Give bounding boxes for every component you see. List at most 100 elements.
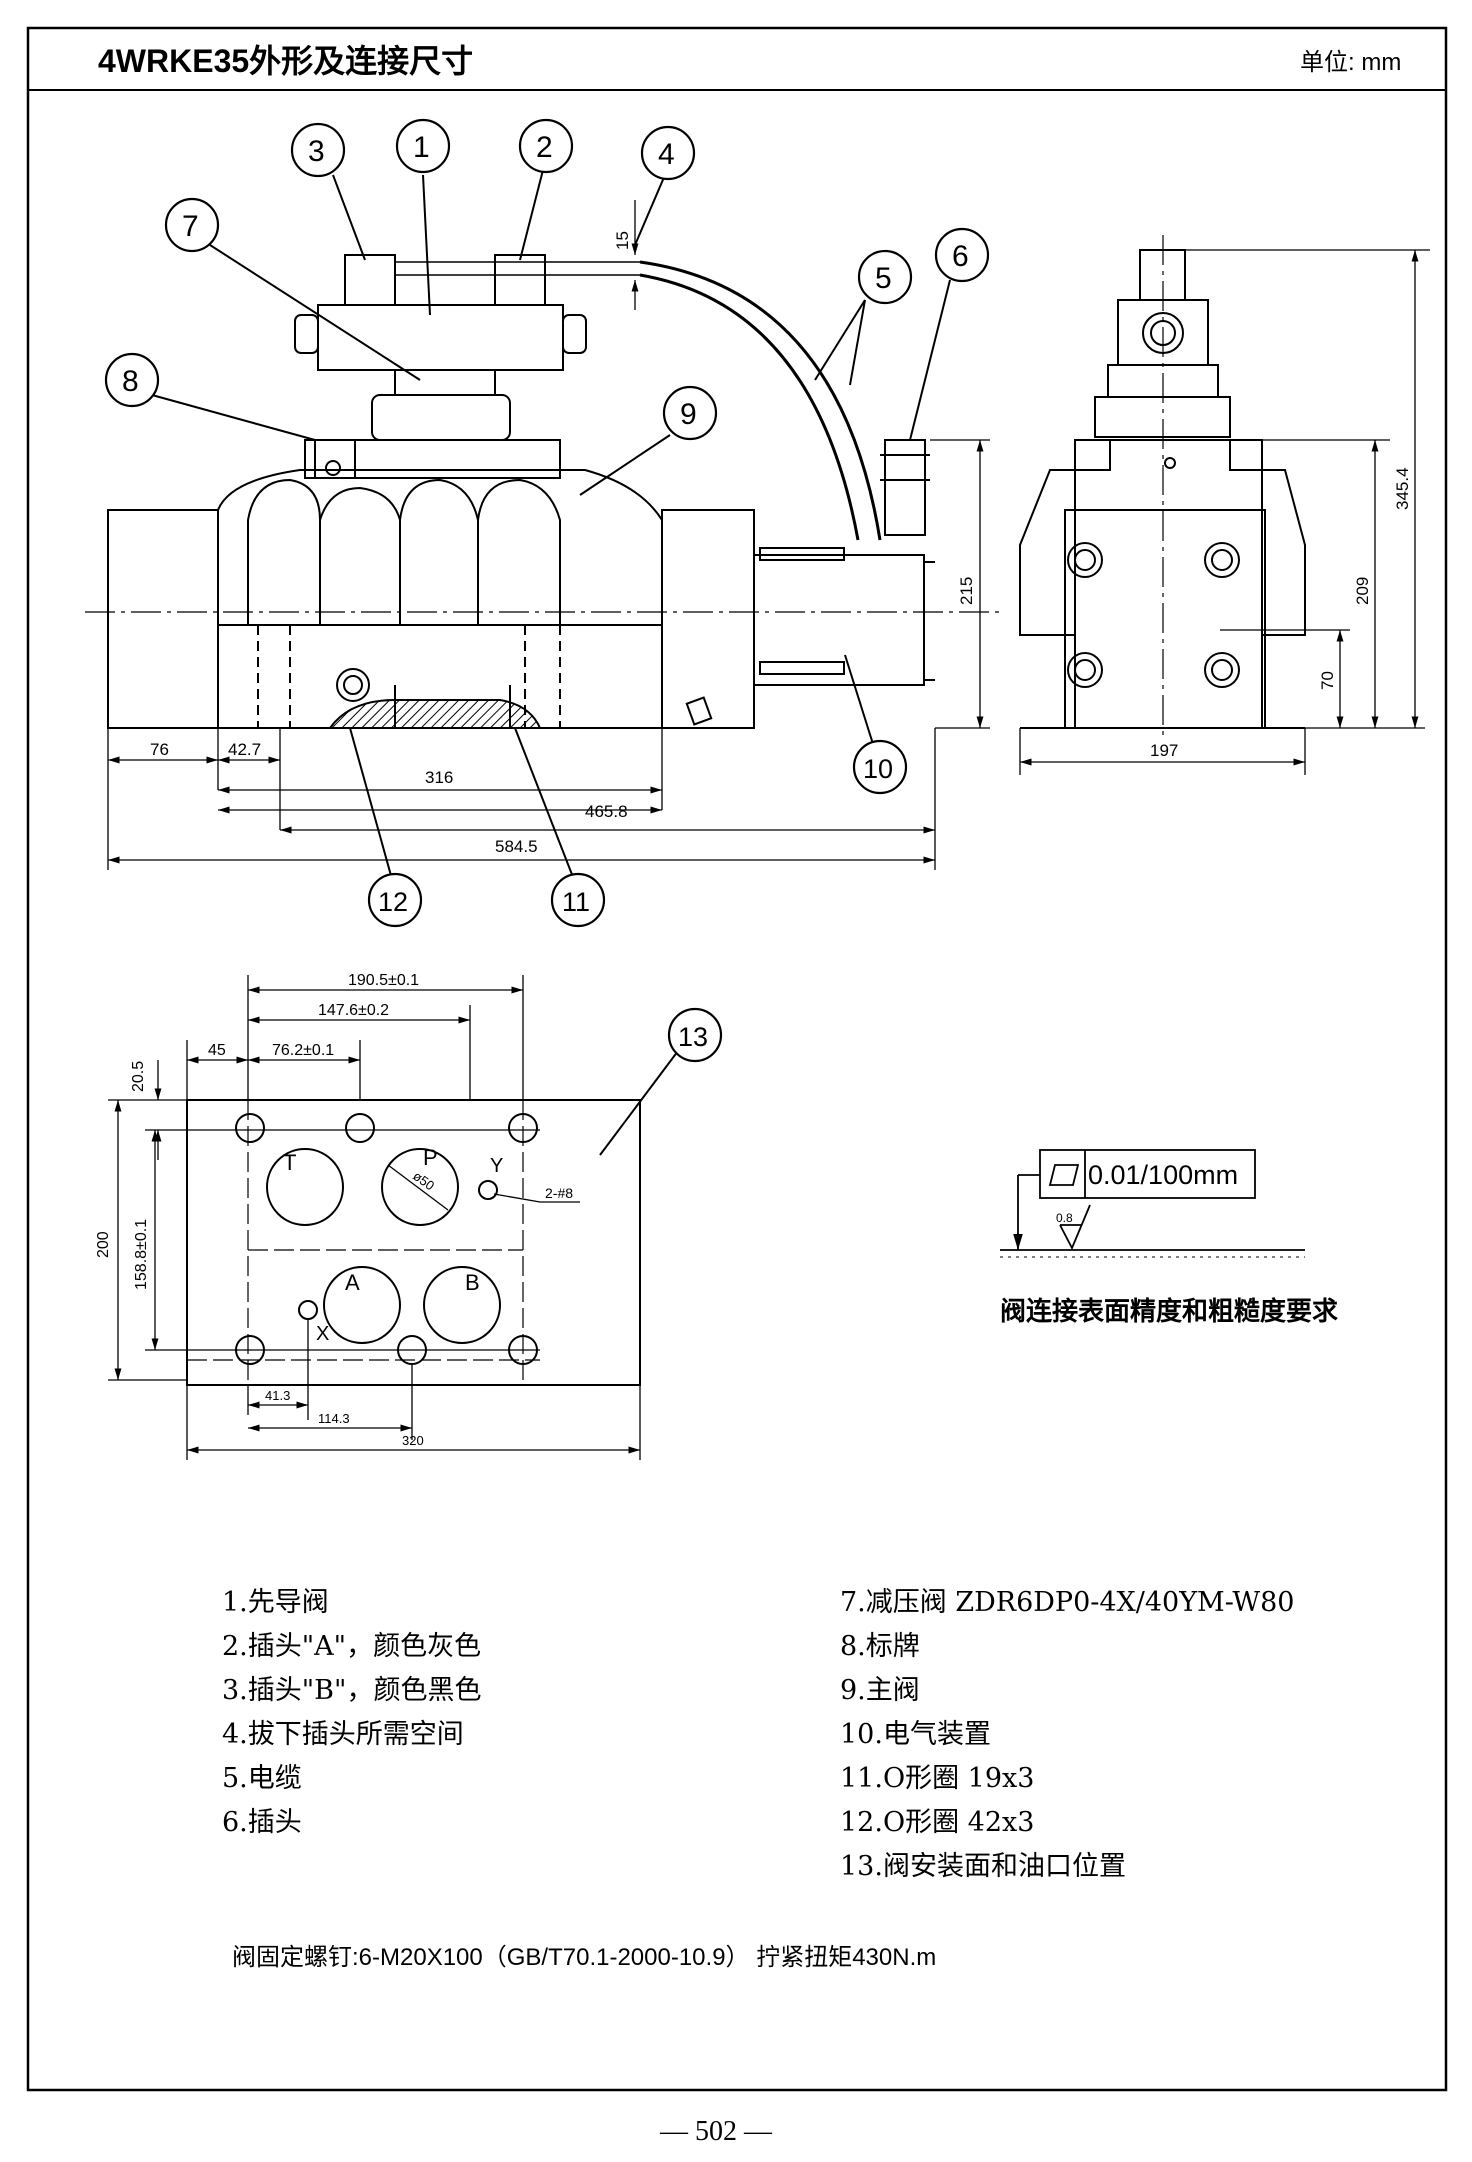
port-b-label: B <box>465 1270 480 1295</box>
electrical-device-housing <box>661 509 755 729</box>
dim-209: 209 <box>1353 577 1372 605</box>
mounting-surface-dimensions <box>114 975 641 1460</box>
svg-text:10: 10 <box>863 754 893 784</box>
dim-147-6: 147.6±0.2 <box>318 1002 389 1019</box>
callout-8: 8 <box>104 352 160 408</box>
legend-item-13: 13.阀安装面和油口位置 <box>840 1851 1126 1882</box>
plug-a-connector <box>494 254 546 306</box>
svg-text:6: 6 <box>952 240 969 273</box>
svg-text:13: 13 <box>678 1022 708 1052</box>
dim-584-5: 584.5 <box>495 837 538 856</box>
svg-text:8: 8 <box>122 365 139 398</box>
left-end-cap <box>107 509 219 729</box>
front-view <box>85 254 1000 729</box>
svg-text:2: 2 <box>536 131 553 164</box>
callout-1: 1 <box>395 118 451 174</box>
surface-caption: 阀连接表面精度和粗糙度要求 <box>1000 1296 1338 1326</box>
main-valve-body <box>217 469 663 729</box>
sheet-title: 4WRKE35外形及连接尺寸 <box>98 43 473 79</box>
dim-41-3: 41.3 <box>265 1388 290 1403</box>
legend-item-11: 11.O形圈 19x3 <box>840 1763 1035 1794</box>
legend-item-1: 1.先导阀 <box>222 1587 329 1618</box>
legend-item-9: 9.主阀 <box>840 1675 920 1706</box>
legend-item-5: 5.电缆 <box>222 1763 302 1794</box>
callout-4: 4 <box>640 125 696 181</box>
dim-465-8: 465.8 <box>585 802 628 821</box>
side-view-dimensions <box>1019 249 1430 775</box>
dim-42-7: 42.7 <box>228 740 261 759</box>
port-y <box>478 1180 498 1200</box>
dim-190-5: 190.5±0.1 <box>348 972 419 989</box>
svg-text:11: 11 <box>562 887 590 917</box>
unit-label: 单位: mm <box>1300 49 1401 76</box>
page-frame <box>26 26 1448 2092</box>
dim-320: 320 <box>402 1433 424 1448</box>
dim-200: 200 <box>95 1231 112 1258</box>
port-x <box>298 1300 318 1320</box>
callout-12: 12 <box>367 872 423 928</box>
callout-11: 11 <box>550 872 606 928</box>
port-t <box>266 1148 344 1226</box>
front-view-dimensions <box>107 200 990 870</box>
port-p <box>381 1148 459 1226</box>
plug-b-connector <box>344 254 396 306</box>
svg-text:1: 1 <box>413 131 430 164</box>
dim-70: 70 <box>1318 671 1337 690</box>
callout-7: 7 <box>164 197 220 253</box>
bolt-note: 阀固定螺钉:6-M20X100（GB/T70.1-2000-10.9） 拧紧扭矩… <box>232 1944 936 1971</box>
callout-6: 6 <box>934 227 990 283</box>
dim-345-4: 345.4 <box>1393 467 1412 510</box>
port-p-label: P <box>423 1145 438 1170</box>
legend-item-8: 8.标牌 <box>840 1631 920 1662</box>
legend-item-3: 3.插头"B"，颜色黑色 <box>222 1675 482 1706</box>
page-number: — 502 — <box>659 2116 773 2147</box>
electrical-plug <box>884 439 926 536</box>
svg-text:7: 7 <box>182 210 199 243</box>
dim-215: 215 <box>957 577 976 605</box>
svg-text:12: 12 <box>378 887 408 917</box>
dim-76: 76 <box>150 740 169 759</box>
tolerance-value: 0.01/100mm <box>1088 1160 1238 1190</box>
nameplate <box>314 439 356 479</box>
callout-5: 5 <box>857 249 913 305</box>
legend-item-10: 10.电气装置 <box>840 1719 991 1750</box>
port-b <box>423 1266 501 1344</box>
dim-76-2: 76.2±0.1 <box>272 1042 334 1059</box>
svg-text:3: 3 <box>308 135 325 168</box>
callout-2: 2 <box>518 118 574 174</box>
dim-45: 45 <box>208 1042 226 1059</box>
legend-item-6: 6.插头 <box>222 1807 302 1838</box>
callout-9: 9 <box>662 385 718 441</box>
svg-text:9: 9 <box>680 398 697 431</box>
hole-note: 2-#8 <box>545 1185 573 1201</box>
svg-text:4: 4 <box>658 138 675 171</box>
dim-114-3: 114.3 <box>318 1411 350 1426</box>
legend-item-7: 7.减压阀 ZDR6DP0-4X/40YM-W80 <box>840 1587 1295 1618</box>
port-t-label: T <box>283 1150 296 1175</box>
roughness-value: 0.8 <box>1056 1211 1073 1225</box>
dim-20-5: 20.5 <box>130 1061 147 1092</box>
dim-197: 197 <box>1150 741 1178 760</box>
port-x-label: X <box>316 1323 329 1345</box>
pilot-base-plate <box>304 439 561 479</box>
callout-balloons: 3 1 2 4 7 6 5 8 9 10 12 11 13 <box>104 118 990 1063</box>
svg-text:5: 5 <box>875 262 892 295</box>
surface-spec <box>1000 1149 1305 1258</box>
side-view <box>1019 235 1306 735</box>
port-diameter: ø50 <box>410 1168 437 1193</box>
dim-316: 316 <box>425 768 453 787</box>
legend-item-12: 12.O形圈 42x3 <box>840 1807 1035 1838</box>
port-a-label: A <box>345 1270 360 1295</box>
legend-item-2: 2.插头"A"，颜色灰色 <box>222 1631 482 1662</box>
callout-3: 3 <box>290 122 346 178</box>
callout-10: 10 <box>852 739 908 795</box>
mounting-surface-plan <box>108 1099 641 1386</box>
port-a <box>323 1266 401 1344</box>
legend-item-4: 4.拔下插头所需空间 <box>222 1719 464 1750</box>
o-ring-section <box>329 699 541 729</box>
port-y-label: Y <box>490 1155 503 1177</box>
dim-158-8: 158.8±0.1 <box>133 1219 150 1290</box>
callout-13: 13 <box>667 1007 723 1063</box>
dim-plug-clearance: 15 <box>613 231 632 250</box>
